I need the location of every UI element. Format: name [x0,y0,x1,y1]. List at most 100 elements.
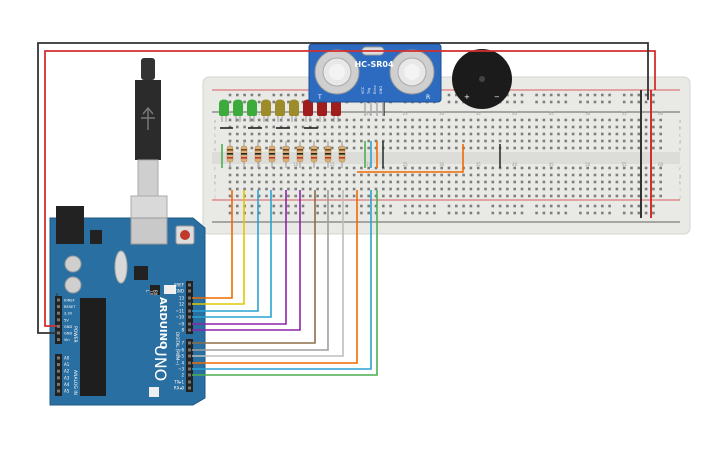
svg-text:Trig: Trig [367,88,371,95]
breadboard-hole [440,180,443,184]
breadboard-hole [411,194,414,198]
breadboard-hole [418,132,422,136]
breadboard-hole [484,194,487,198]
breadboard-hole [425,139,429,143]
breadboard-hole [403,194,407,198]
resistor-band [241,153,247,155]
breadboard-hole [462,187,465,191]
breadboard-hole [411,173,414,177]
sensor-model: HC-SR04 [354,60,394,69]
breadboard-hole [250,139,254,143]
breadboard-hole [520,173,524,177]
breadboard-hole [652,118,655,122]
breadboard-hole [644,132,648,136]
breadboard-hole [389,166,392,170]
breadboard-hole [403,146,407,150]
breadboard-hole [265,118,268,122]
breadboard-hole [345,125,349,129]
breadboard-hole [374,139,378,143]
pin-label: ~3 [178,367,184,372]
breadboard-hole [549,166,553,170]
breadboard-hole [403,204,407,208]
breadboard-hole [418,139,422,143]
breadboard-hole [279,180,283,184]
pin-label: GND [64,332,72,336]
column-number: 40 [512,111,518,116]
breadboard-hole [323,187,327,191]
breadboard-hole [498,173,502,177]
breadboard-hole [615,132,619,136]
breadboard-hole [513,211,516,215]
breadboard-hole [579,146,582,150]
breadboard-hole [382,204,385,208]
signal-wire [192,190,301,331]
row-letter: d [214,140,217,145]
breadboard-hole [476,204,480,208]
breadboard-hole [309,166,312,170]
breadboard-hole [535,166,538,170]
breadboard-hole [615,125,619,129]
breadboard-hole [447,180,451,184]
breadboard-hole [389,139,392,143]
breadboard-hole [345,118,349,122]
breadboard-hole [425,125,429,129]
breadboard-hole [462,125,465,129]
breadboard-hole [338,211,341,215]
pin-label: 2 [181,373,184,378]
breadboard-hole [608,139,611,143]
breadboard-hole [564,166,568,170]
breadboard-hole [520,139,524,143]
breadboard-hole [455,204,458,208]
breadboard-hole [330,139,334,143]
breadboard-hole [411,132,414,136]
breadboard-hole [608,194,611,198]
breadboard-hole [265,173,268,177]
breadboard-hole [615,187,619,191]
breadboard-hole [520,166,524,170]
header-pin [57,298,60,302]
breadboard-hole [294,187,297,191]
header-pin [188,380,191,384]
breadboard-hole [476,180,480,184]
breadboard-hole [564,180,568,184]
breadboard-hole [243,139,246,143]
breadboard-hole [250,180,254,184]
breadboard-hole [484,146,487,150]
breadboard-hole [433,180,436,184]
breadboard-hole [535,173,538,177]
header-pin [188,361,191,365]
breadboard-hole [630,125,633,129]
breadboard-hole [257,187,261,191]
header-pin [188,354,191,358]
header-pin [57,356,60,360]
breadboard-hole [593,139,597,143]
breadboard-hole [549,211,553,215]
breadboard-hole [279,173,283,177]
breadboard-hole [382,118,385,122]
resistor-band [255,157,261,159]
breadboard-hole [396,180,400,184]
breadboard-hole [425,118,429,122]
breadboard-hole [484,173,487,177]
breadboard-hole [601,166,604,170]
breadboard-hole [622,132,626,136]
breadboard-hole [418,194,422,198]
breadboard-hole [644,118,648,122]
breadboard-hole [236,125,239,129]
breadboard-hole [608,180,611,184]
breadboard-hole [593,132,597,136]
breadboard-hole [491,132,495,136]
resistor-band [255,149,261,151]
header-pin [188,315,191,319]
header-pin [57,369,60,373]
breadboard-hole [622,118,626,122]
breadboard-hole [498,132,502,136]
breadboard-hole [462,173,465,177]
breadboard-hole [520,93,524,97]
breadboard-hole [571,146,575,150]
breadboard-hole [476,194,480,198]
breadboard-hole [644,125,648,129]
breadboard-hole [637,187,641,191]
breadboard-hole [309,173,312,177]
breadboard-hole [345,194,349,198]
